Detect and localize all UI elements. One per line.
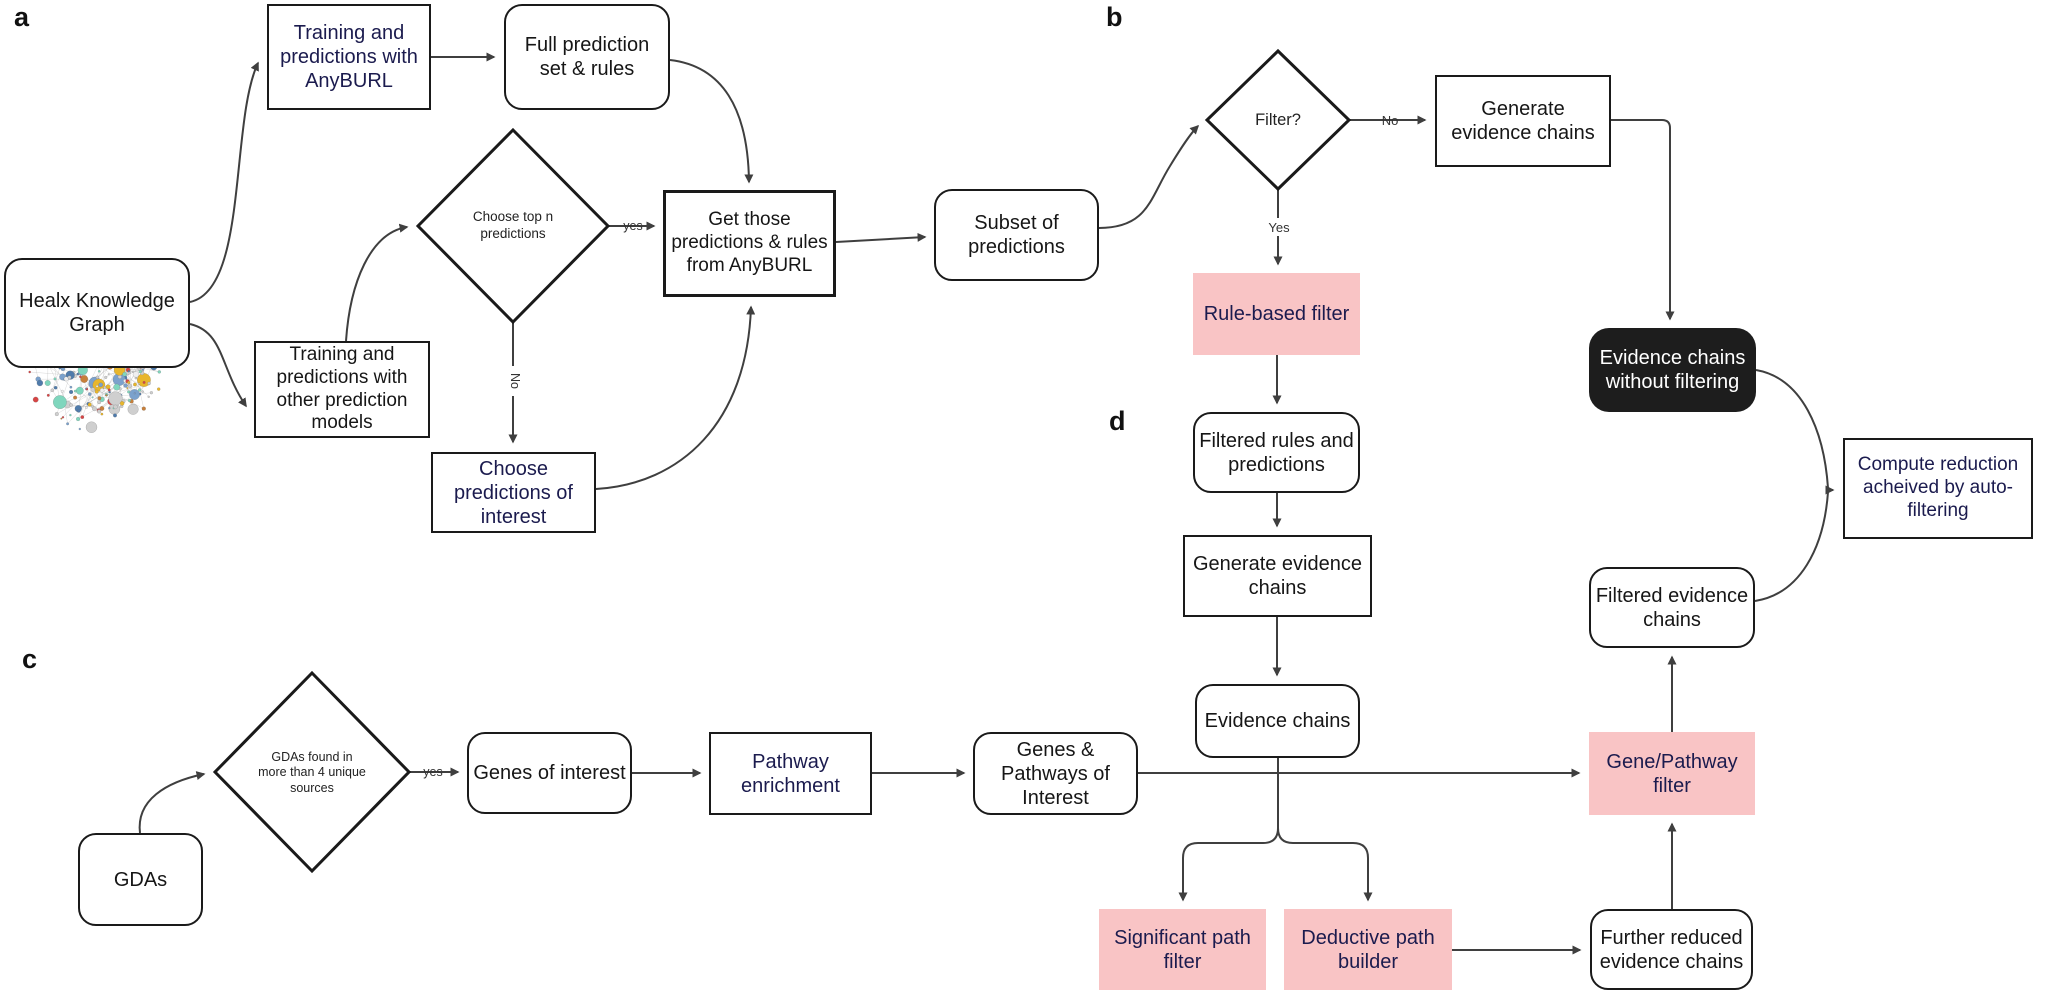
edge-generate-to-darkbox (1611, 119, 1675, 321)
edge-label-gda-yes: yes (423, 765, 443, 779)
edge-label-filter-no: No (1381, 112, 1399, 128)
edge-filteredchains-to-compute (1754, 491, 1829, 602)
node-significant-path-filter: Significant path filter (1099, 909, 1266, 990)
node-filtered-evidence-chains: Filtered evidence chains (1589, 567, 1755, 648)
diamond-label-choose-top-n: Choose top n predictions (472, 209, 554, 241)
edge-healx-to-other-models (189, 323, 247, 408)
diamond-filter (1204, 48, 1352, 192)
node-rule-based-filter: Rule-based filter (1193, 273, 1360, 355)
panel-label-a: a (14, 2, 30, 32)
node-deductive-path-builder: Deductive path builder (1284, 909, 1452, 990)
edge-choose-to-getthose (595, 305, 756, 490)
edge-getthose-to-subset (835, 232, 927, 243)
node-generate-evidence-chains-b: Generate evidence chains (1435, 75, 1611, 167)
edge-label-filter-yes: Yes (1262, 218, 1296, 236)
node-choose-predictions-interest: Choose predictions of interest (431, 452, 596, 533)
diamond-label-gda-sources: GDAs found in more than 4 unique sources (258, 749, 366, 795)
panel-label-d: d (1109, 406, 1126, 436)
edge-split-to-significant (1178, 827, 1279, 902)
node-full-prediction-set: Full prediction set & rules (504, 4, 670, 110)
edge-label-topn-no: No (506, 366, 524, 396)
node-evidence-chains-without-filtering: Evidence chains without filtering (1589, 328, 1756, 412)
edge-split-to-deductive (1277, 827, 1373, 902)
node-get-those-predictions: Get those predictions & rules from AnyBU… (663, 190, 836, 297)
node-healx-knowledge-graph: Healx Knowledge Graph (4, 258, 190, 368)
panel-label-b: b (1106, 2, 1123, 32)
node-gdas: GDAs (78, 833, 203, 926)
node-further-reduced-chains: Further reduced evidence chains (1590, 909, 1753, 990)
node-subset-of-predictions: Subset of predictions (934, 189, 1099, 281)
node-generate-evidence-chains-d: Generate evidence chains (1183, 535, 1372, 617)
diamond-label-filter: Filter? (1255, 110, 1301, 129)
edge-gdas-to-diamond (138, 771, 206, 834)
node-genes-pathways-interest: Genes & Pathways of Interest (973, 732, 1138, 815)
node-filtered-rules-predictions: Filtered rules and predictions (1193, 412, 1360, 493)
edge-subset-to-filter (1098, 124, 1200, 229)
node-compute-reduction: Compute reduction acheived by auto-filte… (1843, 438, 2033, 539)
node-gene-pathway-filter: Gene/Pathway filter (1589, 732, 1755, 815)
panel-label-c: c (22, 644, 38, 674)
node-evidence-chains: Evidence chains (1195, 684, 1360, 758)
edge-label-topn-yes: yes (623, 219, 643, 233)
diamond-gda-sources (212, 670, 412, 874)
edge-fullset-to-getthose (669, 59, 754, 184)
node-training-anyburl: Training and predictions with AnyBURL (267, 4, 431, 110)
node-pathway-enrichment: Pathway enrichment (709, 732, 872, 815)
node-training-other-models: Training and predictions with other pred… (254, 341, 430, 438)
edge-healx-to-anyburl (189, 61, 259, 303)
edge-othermodels-to-topn (345, 223, 409, 342)
diamond-choose-top-n (415, 127, 611, 325)
node-genes-of-interest: Genes of interest (467, 732, 632, 814)
edge-darkbox-to-compute (1755, 369, 1829, 489)
